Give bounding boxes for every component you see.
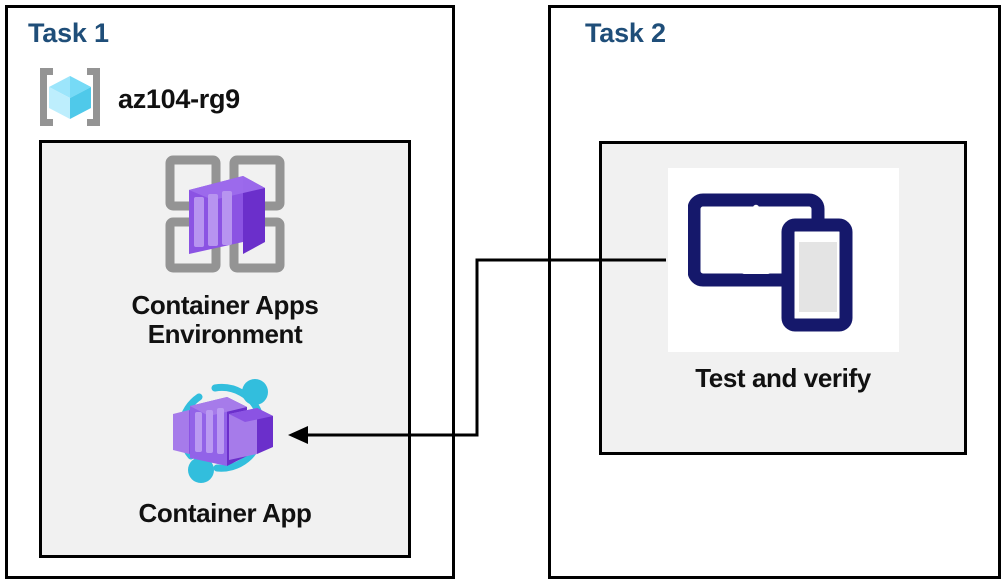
resource-card-test-and-verify: Test and verify — [599, 168, 967, 393]
resource-label-test-and-verify: Test and verify — [695, 363, 871, 393]
resource-card-container-app: Container App — [39, 370, 411, 528]
resource-card-container-apps-environment: Container Apps Environment — [39, 150, 411, 349]
azure-resource-group-icon — [34, 62, 106, 137]
resource-label-container-app: Container App — [138, 498, 312, 528]
resource-label-container-apps-environment: Container Apps Environment — [131, 290, 319, 350]
task-1-title: Task 1 — [28, 18, 109, 48]
resource-group-label: az104-rg9 — [118, 84, 240, 114]
test-and-verify-devices-icon — [667, 168, 899, 352]
task-2-title: Task 2 — [585, 18, 666, 48]
resource-group-row: az104-rg9 — [34, 62, 240, 137]
container-apps-environment-icon — [160, 150, 290, 283]
container-app-icon — [155, 370, 295, 493]
